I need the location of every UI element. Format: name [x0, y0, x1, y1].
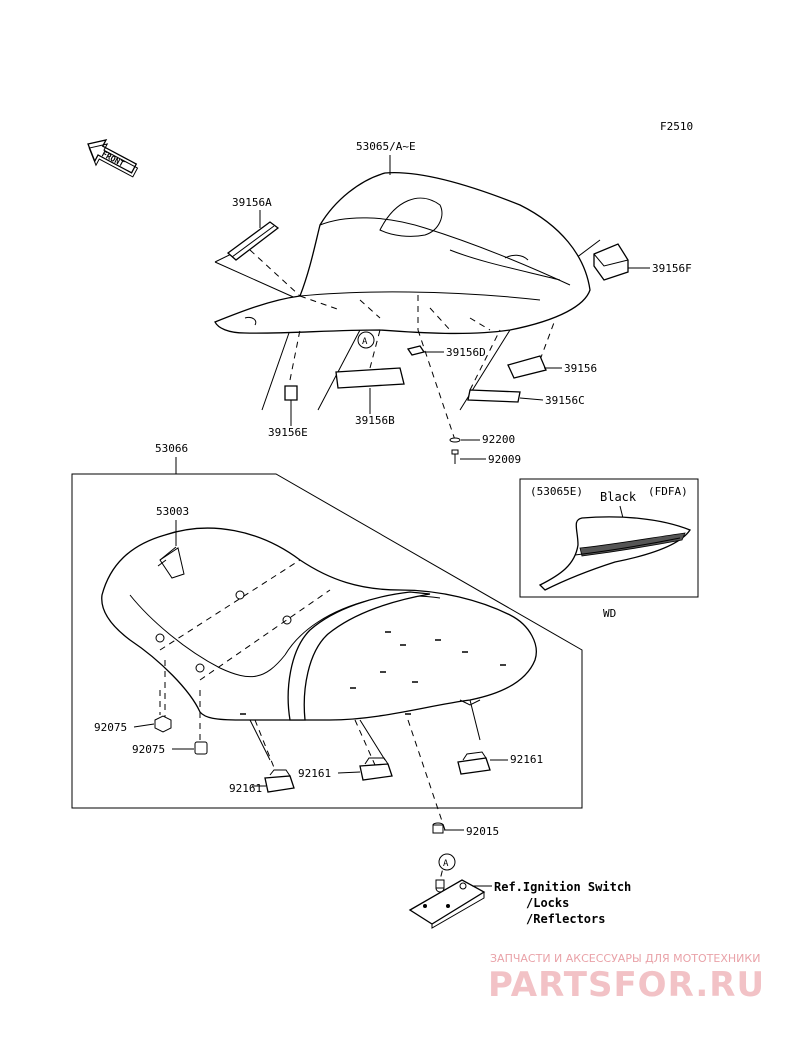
front-arrow-icon: FRONT	[87, 139, 139, 178]
callout-92075-a: 92075	[94, 721, 127, 734]
watermark-tagline: ЗАПЧАСТИ И АКСЕССУАРЫ ДЛЯ МОТОТЕХНИКИ	[490, 952, 760, 965]
seat-cowl	[214, 171, 591, 335]
pad-39156	[507, 355, 547, 379]
callout-92075-b: 92075	[132, 743, 165, 756]
ref-reflectors: /Reflectors	[526, 912, 605, 926]
callout-39156E: 39156E	[268, 426, 308, 439]
callout-39156: 39156	[564, 362, 597, 375]
pad-39156B	[335, 367, 405, 389]
pad-39156C	[467, 389, 521, 403]
bolt-92009	[451, 449, 459, 464]
inset-caption: WD	[603, 607, 616, 620]
pad-39156D	[406, 345, 426, 356]
callout-92015: 92015	[466, 825, 499, 838]
seat-assembly: A	[71, 473, 583, 929]
callout-53066: 53066	[155, 442, 188, 455]
seat-group-frame	[71, 473, 583, 809]
callout-92200: 92200	[482, 433, 515, 446]
callout-39156F: 39156F	[652, 262, 692, 275]
nut-92075-b	[194, 741, 208, 755]
clip-92161-left	[264, 769, 295, 793]
clip-92161-center	[359, 757, 393, 781]
inset-model-code: (53065E)	[530, 485, 583, 498]
inset-53065E: (53065E) (FDFA) Black WD	[519, 478, 699, 620]
callout-92161-left: 92161	[229, 782, 262, 795]
bush-92015	[432, 822, 444, 834]
watermark-logo: ЗАПЧАСТИ И АКСЕССУАРЫ ДЛЯ МОТОТЕХНИКИ PA…	[488, 952, 765, 1005]
callout-39156D: 39156D	[446, 346, 486, 359]
reference-marker-a-lower: A	[438, 853, 456, 871]
seat-lock-assembly	[408, 879, 486, 929]
callout-92161-right: 92161	[510, 753, 543, 766]
inset-color-label: Black	[600, 490, 637, 504]
clip-92161-right	[457, 751, 491, 775]
svg-text:A: A	[443, 859, 449, 869]
callout-39156C: 39156C	[545, 394, 585, 407]
pad-39156F	[593, 243, 629, 281]
ref-ignition-switch: Ref.Ignition Switch	[494, 880, 631, 894]
callout-39156A: 39156A	[232, 196, 272, 209]
svg-text:A: A	[362, 337, 368, 347]
callout-53003: 53003	[156, 505, 189, 518]
reference-marker-a: A	[357, 331, 375, 349]
figure-code: F2510	[660, 120, 693, 133]
watermark-brand: PARTSFOR.RU	[488, 965, 765, 1005]
ref-locks: /Locks	[526, 896, 569, 910]
pad-39156E	[284, 385, 298, 401]
callout-92009: 92009	[488, 453, 521, 466]
inset-cowl	[538, 516, 691, 591]
nut-92075-a	[154, 715, 172, 733]
callout-92161-center: 92161	[298, 767, 331, 780]
callout-53065: 53065/A~E	[356, 140, 416, 153]
washer-92200	[449, 437, 461, 443]
callout-39156B: 39156B	[355, 414, 395, 427]
seat-cowl-assembly: A	[214, 171, 629, 464]
inset-region-code: (FDFA)	[648, 485, 688, 498]
